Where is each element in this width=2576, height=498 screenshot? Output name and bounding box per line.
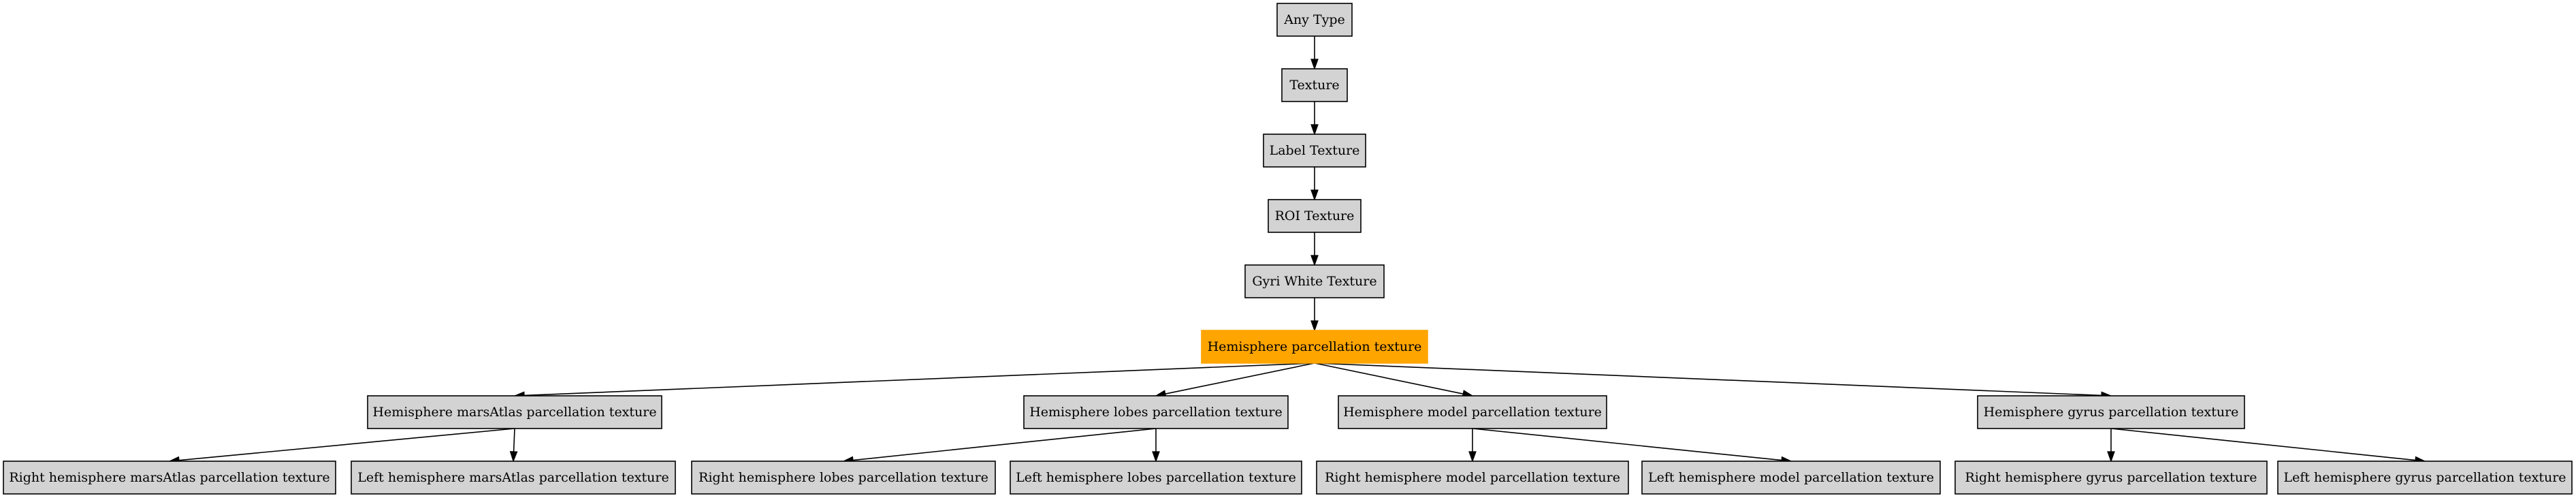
node-hemisphere-model: Hemisphere model parcellation texture: [1338, 395, 1607, 429]
edge-hemisphere_gyrus-to-left_gyrus: [2110, 428, 2416, 461]
node-any-type-label: Any Type: [1283, 12, 1345, 27]
node-hemisphere-lobes-label: Hemisphere lobes parcellation texture: [1029, 405, 1283, 420]
node-hemisphere-gyrus: Hemisphere gyrus parcellation texture: [1977, 395, 2245, 429]
edge-hemisphere_parcellation_texture-to-hemisphere_gyrus: [1314, 362, 2102, 396]
arrowhead-label_texture-to-roi_texture: [1310, 189, 1319, 201]
node-roi-texture: ROI Texture: [1268, 199, 1362, 233]
node-left-marsatlas: Left hemisphere marsAtlas parcellation t…: [351, 461, 676, 495]
node-hemisphere-lobes: Hemisphere lobes parcellation texture: [1023, 395, 1289, 429]
edge-hemisphere_lobes-to-right_lobes: [852, 428, 1157, 461]
edge-hemisphere_parcellation_texture-to-hemisphere_model: [1314, 362, 1464, 394]
node-hemisphere-parcellation-texture-label: Hemisphere parcellation texture: [1208, 339, 1422, 354]
node-any-type: Any Type: [1276, 3, 1353, 37]
node-texture-label: Texture: [1289, 78, 1339, 93]
edge-hemisphere_model-to-left_model: [1472, 428, 1782, 461]
edge-hemisphere_marsatlas-to-left_marsatlas: [513, 428, 515, 452]
node-left-lobes-label: Left hemisphere lobes parcellation textu…: [1016, 470, 1296, 485]
node-right-lobes: Right hemisphere lobes parcellation text…: [691, 461, 996, 495]
node-hemisphere-parcellation-texture: Hemisphere parcellation texture: [1201, 330, 1428, 364]
arrowhead-hemisphere_gyrus-to-right_gyrus: [2107, 451, 2115, 463]
node-gyri-white-texture: Gyri White Texture: [1244, 264, 1385, 298]
node-texture: Texture: [1281, 68, 1348, 102]
node-right-lobes-label: Right hemisphere lobes parcellation text…: [698, 470, 988, 485]
node-right-gyrus-label: Right hemisphere gyrus parcellation text…: [1965, 470, 2257, 485]
node-left-model-label: Left hemisphere model parcellation textu…: [1648, 470, 1934, 485]
edge-hemisphere_parcellation_texture-to-hemisphere_marsatlas: [524, 362, 1315, 396]
edge-hemisphere_parcellation_texture-to-hemisphere_lobes: [1165, 362, 1315, 394]
node-hemisphere-model-label: Hemisphere model parcellation texture: [1343, 405, 1602, 420]
node-right-model-label: Right hemisphere model parcellation text…: [1325, 470, 1620, 485]
node-left-lobes: Left hemisphere lobes parcellation textu…: [1010, 461, 1302, 495]
arrowhead-hemisphere_model-to-right_model: [1468, 451, 1477, 463]
arrowhead-texture-to-label_texture: [1310, 124, 1319, 136]
node-roi-texture-label: ROI Texture: [1275, 208, 1355, 223]
node-hemisphere-marsatlas-label: Hemisphere marsAtlas parcellation textur…: [372, 405, 656, 420]
node-label-texture: Label Texture: [1263, 134, 1366, 168]
node-label-texture-label: Label Texture: [1270, 143, 1360, 158]
edge-hemisphere_marsatlas-to-right_marsatlas: [178, 428, 515, 461]
node-right-marsatlas: Right hemisphere marsAtlas parcellation …: [3, 461, 336, 495]
node-hemisphere-gyrus-label: Hemisphere gyrus parcellation texture: [1984, 405, 2239, 420]
node-gyri-white-texture-label: Gyri White Texture: [1252, 274, 1376, 289]
node-left-gyrus: Left hemisphere gyrus parcellation textu…: [2277, 461, 2573, 495]
arrowhead-roi_texture-to-gyri_white_texture: [1310, 255, 1319, 266]
arrowhead-hemisphere_lobes-to-left_lobes: [1152, 451, 1160, 463]
node-left-model: Left hemisphere model parcellation textu…: [1641, 461, 1941, 495]
node-right-model: Right hemisphere model parcellation text…: [1316, 461, 1629, 495]
arrowhead-any_type-to-texture: [1310, 59, 1319, 70]
arrowhead-gyri_white_texture-to-hemisphere_parcellation_texture: [1310, 320, 1319, 332]
node-hemisphere-marsatlas: Hemisphere marsAtlas parcellation textur…: [367, 395, 662, 429]
node-left-marsatlas-label: Left hemisphere marsAtlas parcellation t…: [357, 470, 669, 485]
node-right-gyrus: Right hemisphere gyrus parcellation text…: [1954, 461, 2268, 495]
node-right-marsatlas-label: Right hemisphere marsAtlas parcellation …: [9, 470, 329, 485]
arrowhead-hemisphere_marsatlas-to-left_marsatlas: [509, 451, 518, 463]
node-left-gyrus-label: Left hemisphere gyrus parcellation textu…: [2283, 470, 2566, 485]
edges-layer: [168, 36, 2426, 465]
